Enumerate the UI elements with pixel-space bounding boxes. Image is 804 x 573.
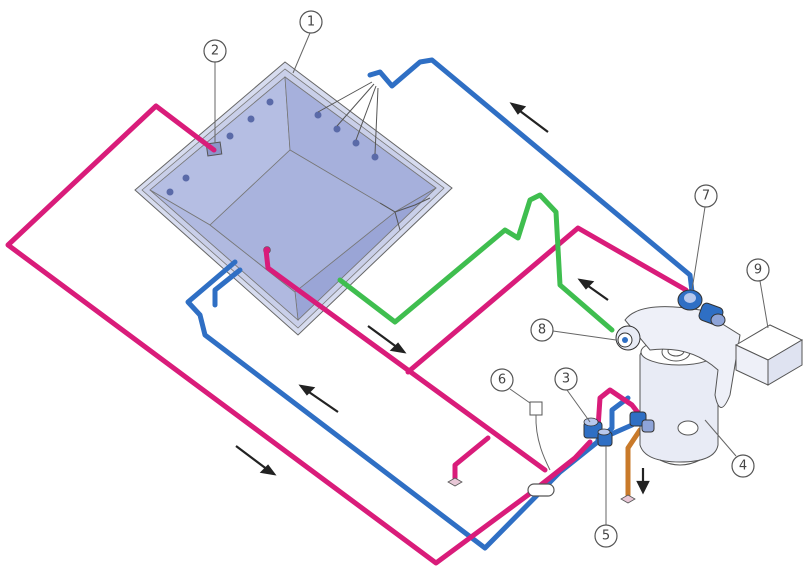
cable-junction [527,483,555,497]
callout-label: 7 [702,189,710,204]
callouts: 1 2 3 4 5 6 7 [203,10,770,548]
magenta-floor-return [452,435,491,481]
orange-drain-pipe [625,427,643,498]
magenta-drain-pipe [263,247,548,473]
flow-arrow [509,102,549,133]
sensor-box [529,401,543,416]
callout-6: 6 [490,368,531,404]
floor-fitting [447,477,463,487]
jet [247,115,255,123]
jet [166,188,174,196]
callout-2: 2 [203,39,227,143]
jet [182,174,190,182]
circulation-pump [677,289,726,327]
blue-pipe-branch [212,267,243,308]
jet [371,153,379,161]
air-blower [615,325,641,351]
filter-tank [639,337,719,466]
flow-arrow [636,468,650,495]
valve-5 [597,428,613,447]
callout-label: 9 [754,263,762,278]
flow-arrow [367,325,407,354]
filter-valve [629,411,655,433]
blue-return-pipe-bottom [185,259,631,551]
jet [314,111,322,119]
callout-label: 6 [498,373,506,388]
blue-return-pipe-top [367,57,696,303]
sensor-cable [535,414,551,471]
callout-7: 7 [691,184,718,291]
magenta-filter-pipe [595,387,645,431]
callout-1: 1 [292,10,323,74]
orange-drain-fitting [620,494,636,504]
jet [352,139,360,147]
callout-4: 4 [704,419,755,478]
flow-arrow [577,278,609,301]
callout-label: 4 [739,459,747,474]
jet [333,125,341,133]
callout-label: 5 [602,529,610,544]
flow-arrows [235,102,650,495]
callout-8: 8 [530,318,617,342]
jet [226,132,234,140]
magenta-pipe-loop [5,103,593,566]
pool-jets-left [166,98,274,196]
control-box [734,324,804,386]
jet [266,98,274,106]
callout-label: 2 [211,44,219,59]
callout-label: 8 [538,323,546,338]
callout-5: 5 [594,446,618,548]
flow-arrow [298,384,339,413]
callout-label: 3 [562,372,570,387]
callout-9: 9 [746,258,770,329]
flow-arrow [235,445,277,476]
callout-3: 3 [554,367,591,423]
pool-jets-right [314,111,379,161]
pump-housing [624,306,741,408]
pool-basin [134,61,453,336]
green-air-pipe [337,192,615,333]
jet-feed-lines [317,81,379,155]
callout-label: 1 [307,15,315,30]
magenta-pump-pipe [405,225,689,375]
